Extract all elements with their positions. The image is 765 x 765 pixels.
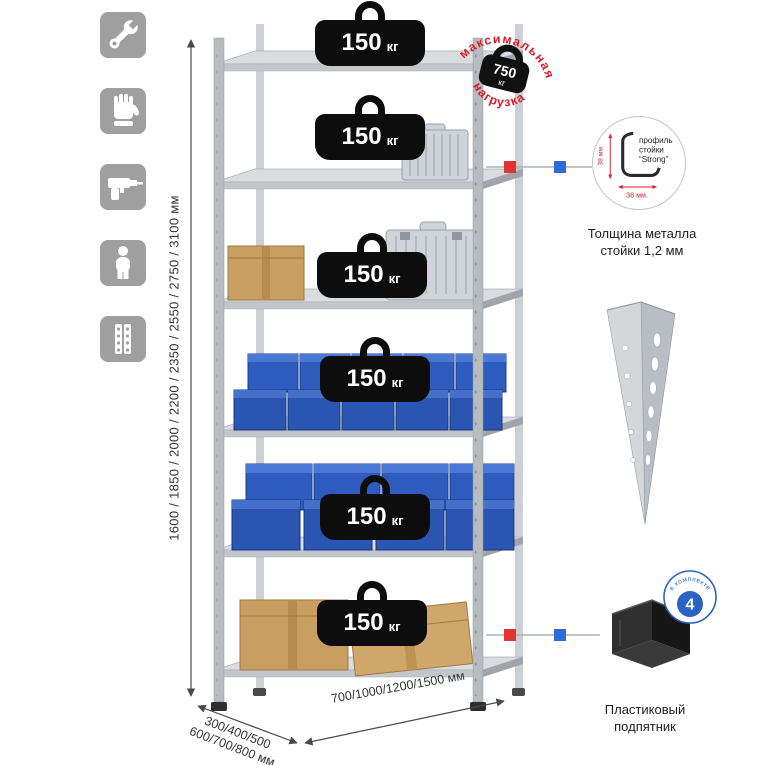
load-value: 150 <box>341 123 382 150</box>
load-value: 150 <box>346 365 387 392</box>
profile-caption-line2: стойки 1,2 мм <box>600 242 684 258</box>
depth-dimension-line <box>197 704 298 745</box>
shelf-load-badge-4: 150 кг <box>320 356 430 402</box>
load-value: 150 <box>343 609 384 636</box>
shelf-load-badge-2: 150 кг <box>315 114 425 160</box>
stamp-unit: кг <box>497 77 506 88</box>
post-perforation-right <box>475 44 481 696</box>
shelf-load-badge-6: 150 кг <box>317 600 427 646</box>
foot-caption: Пластиковый подпятник <box>570 702 720 736</box>
kit-badge-value: 4 <box>686 597 695 614</box>
profile-label-1: профиль <box>639 136 673 145</box>
feature-tile-assembly <box>100 12 146 58</box>
profile-dim-bottom: 38 мм. <box>626 192 648 200</box>
shelf-load-badge-3: 150 кг <box>317 252 427 298</box>
stamp-value: 750 <box>492 60 519 81</box>
callout-profile <box>486 161 592 173</box>
feature-tile-gloves <box>100 88 146 134</box>
stamp-weight-body <box>478 54 530 94</box>
foot-back-right <box>512 688 525 696</box>
load-unit: кг <box>386 133 399 148</box>
load-unit: кг <box>388 271 401 286</box>
load-value: 150 <box>343 261 384 288</box>
max-load-stamp: максимальная нагрузка 750 кг <box>454 21 564 116</box>
load-unit: кг <box>386 39 399 54</box>
person-icon <box>116 246 130 279</box>
foot-back-left <box>253 688 266 696</box>
profile-section <box>621 131 661 177</box>
foot-caption-line1: Пластиковый <box>604 702 686 717</box>
load-unit: кг <box>391 513 404 528</box>
cardboard-box-mid <box>227 245 305 301</box>
feature-tile-drill <box>100 164 146 210</box>
gloves-icon <box>114 94 139 126</box>
load-unit: кг <box>391 375 404 390</box>
stamp-weight-handle <box>492 44 523 64</box>
profile-dim-side: 38 мм <box>598 147 605 166</box>
width-dimension-line <box>304 698 505 746</box>
feature-tile-rack <box>100 316 146 362</box>
callout-foot <box>486 629 600 641</box>
load-value: 150 <box>346 503 387 530</box>
load-unit: кг <box>388 619 401 634</box>
profile-label-3: “Strong” <box>639 155 669 164</box>
profile-caption: Толщина металла стойки 1,2 мм <box>562 226 722 260</box>
profile-label-2: стойки <box>639 145 664 154</box>
shelf-load-badge-1: 150 кг <box>315 20 425 66</box>
post-perforation-left <box>216 44 222 696</box>
height-dimension-label: 1600 / 1850 / 2000 / 2200 / 2350 / 2550 … <box>166 195 182 541</box>
angle-post-illustration <box>606 301 676 525</box>
profile-caption-line1: Толщина металла <box>587 226 697 241</box>
profile-detail-drawing: 38 мм 38 мм. профиль стойки “Strong” <box>598 131 673 200</box>
profile-detail-circle: 38 мм 38 мм. профиль стойки “Strong” <box>592 116 686 210</box>
load-value: 150 <box>341 29 382 56</box>
back-right-post <box>515 24 523 688</box>
foot-caption-line2: подпятник <box>614 718 676 734</box>
wrench-icon <box>109 18 140 49</box>
shelf-load-badge-5: 150 кг <box>320 494 430 540</box>
foot-front-left <box>211 702 227 711</box>
drill-icon <box>108 178 143 200</box>
kit-count-badge: в комплекте 4 <box>663 570 717 624</box>
feature-tile-person <box>100 240 146 286</box>
rack-post-icon <box>115 324 131 354</box>
